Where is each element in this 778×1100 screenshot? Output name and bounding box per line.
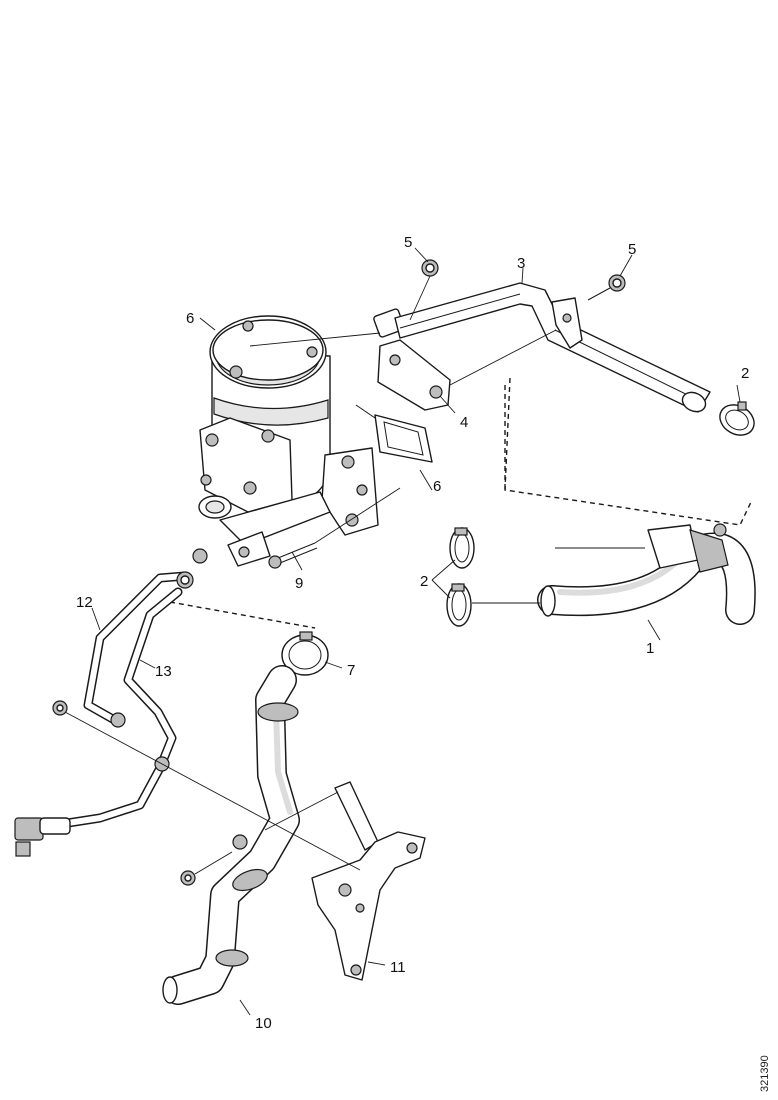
leader-11 bbox=[367, 961, 386, 966]
screw-upper-left bbox=[421, 259, 439, 277]
gasket bbox=[355, 404, 433, 463]
tube-fitting-top bbox=[176, 571, 194, 589]
tube-connector-left bbox=[14, 817, 71, 857]
callout-9: 9 bbox=[295, 575, 303, 592]
leader-1 bbox=[647, 619, 661, 641]
leader-diag-long bbox=[64, 711, 361, 871]
leader-3 bbox=[521, 267, 524, 284]
leader-5-left bbox=[414, 247, 429, 263]
callout-5-left: 5 bbox=[404, 234, 412, 251]
callout-3: 3 bbox=[517, 255, 525, 272]
screw-left bbox=[52, 700, 68, 716]
leader-2-right bbox=[736, 384, 741, 403]
leader-9 bbox=[291, 551, 303, 571]
callout-4: 4 bbox=[460, 414, 468, 431]
callout-2-right: 2 bbox=[741, 365, 749, 382]
callout-6-gasket: 6 bbox=[433, 478, 441, 495]
clamp-upper bbox=[449, 527, 475, 569]
callout-7: 7 bbox=[347, 662, 355, 679]
lower-hose bbox=[162, 665, 300, 1005]
leader-2-left-b bbox=[431, 579, 451, 599]
leader-5-right bbox=[619, 254, 633, 277]
pump-housing bbox=[192, 315, 379, 567]
leader-7 bbox=[324, 661, 343, 669]
callout-1: 1 bbox=[646, 640, 654, 657]
callout-10: 10 bbox=[255, 1015, 272, 1032]
clamp-lower bbox=[446, 583, 472, 627]
screw-upper-right bbox=[587, 274, 626, 301]
tube-13 bbox=[50, 587, 183, 830]
callout-12: 12 bbox=[76, 594, 93, 611]
flange-bracket bbox=[373, 308, 451, 411]
elbow-hose bbox=[537, 523, 756, 625]
clamp-right bbox=[719, 401, 755, 436]
leader-9-b bbox=[314, 487, 401, 544]
leader-10 bbox=[239, 999, 251, 1016]
callout-2-left: 2 bbox=[420, 573, 428, 590]
leader-diag-b bbox=[264, 791, 339, 831]
callout-13: 13 bbox=[155, 663, 172, 680]
callout-5-right: 5 bbox=[628, 241, 636, 258]
leader-5-left-b bbox=[409, 275, 431, 321]
leader-6-top bbox=[199, 317, 216, 331]
screw-lower-left bbox=[180, 834, 248, 886]
support-bracket bbox=[311, 781, 426, 981]
dashed-outline-middle bbox=[169, 601, 316, 629]
leader-4 bbox=[439, 395, 456, 414]
callout-11: 11 bbox=[390, 959, 406, 976]
leader-4-b bbox=[449, 329, 557, 386]
upper-pipe bbox=[394, 282, 711, 413]
leader-12 bbox=[91, 607, 101, 631]
leader-13 bbox=[139, 659, 156, 669]
clamp-ring bbox=[281, 631, 329, 676]
callout-6-top: 6 bbox=[186, 310, 194, 327]
document-number: 321390 bbox=[759, 1055, 771, 1092]
dashed-outline-upper-right bbox=[504, 377, 753, 526]
leader-6-top-b bbox=[249, 332, 381, 347]
leader-6-gasket bbox=[419, 469, 433, 491]
bolt bbox=[268, 542, 318, 569]
tube-12 bbox=[83, 571, 190, 727]
leader-2-left bbox=[431, 559, 456, 581]
